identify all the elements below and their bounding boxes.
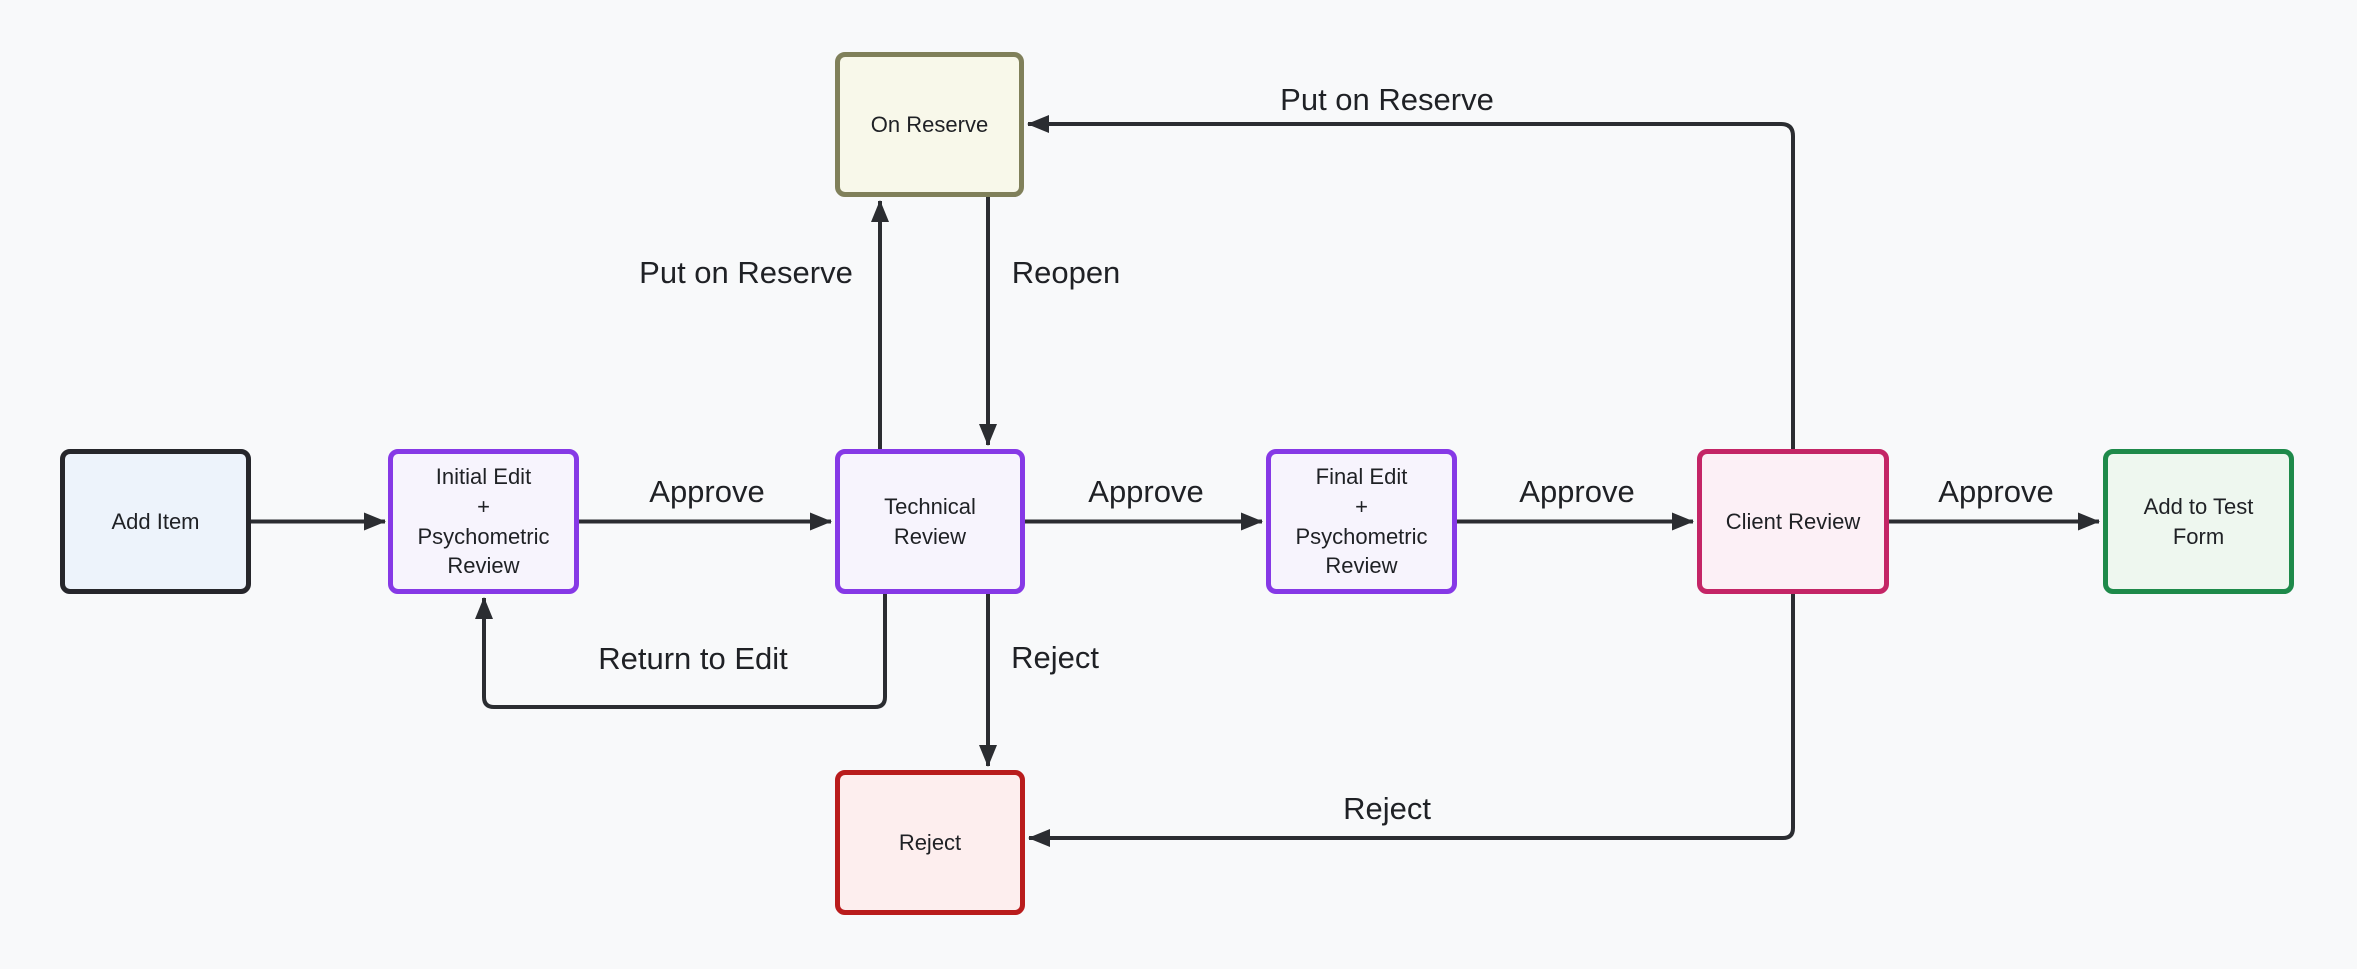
edge-label-reject-client: Reject	[1343, 791, 1431, 826]
edge-label-approve-final-to-client: Approve	[1519, 474, 1635, 509]
node-add-item: Add Item	[60, 449, 251, 594]
edge-label-put-on-reserve-client: Put on Reserve	[1280, 82, 1494, 117]
edge-label-approve-initial-to-technical: Approve	[649, 474, 765, 509]
node-initial-edit-label: Initial Edit + Psychometric Review	[417, 464, 550, 579]
node-final-edit-psychometric-review: Final Edit + Psychometric Review	[1266, 449, 1457, 594]
edge-label-return-to-edit: Return to Edit	[598, 641, 788, 676]
node-reject-label: Reject	[898, 829, 962, 855]
node-add-to-test-form-label: Add to Test Form	[2143, 493, 2254, 549]
node-client-review-label: Client Review	[1725, 508, 1861, 534]
node-add-item-label: Add Item	[111, 508, 200, 534]
node-add-to-test-form: Add to Test Form	[2103, 449, 2294, 594]
node-technical-review: Technical Review	[835, 449, 1025, 594]
node-client-review: Client Review	[1697, 449, 1889, 594]
edge-label-put-on-reserve-technical: Put on Reserve	[639, 255, 853, 290]
edge-label-reopen: Reopen	[1011, 255, 1121, 290]
edge-label-reject-technical: Reject	[1011, 640, 1099, 675]
edge-client-review-to-on-reserve	[1027, 115, 1795, 449]
node-technical-review-label: Technical Review	[884, 493, 976, 549]
node-final-edit-label: Final Edit + Psychometric Review	[1295, 464, 1428, 579]
node-on-reserve-label: On Reserve	[870, 111, 989, 137]
edge-label-approve-client-to-form: Approve	[1938, 474, 2054, 509]
node-on-reserve: On Reserve	[835, 52, 1024, 197]
edge-label-approve-technical-to-final: Approve	[1088, 474, 1204, 509]
node-reject: Reject	[835, 770, 1025, 915]
node-initial-edit-psychometric-review: Initial Edit + Psychometric Review	[388, 449, 579, 594]
